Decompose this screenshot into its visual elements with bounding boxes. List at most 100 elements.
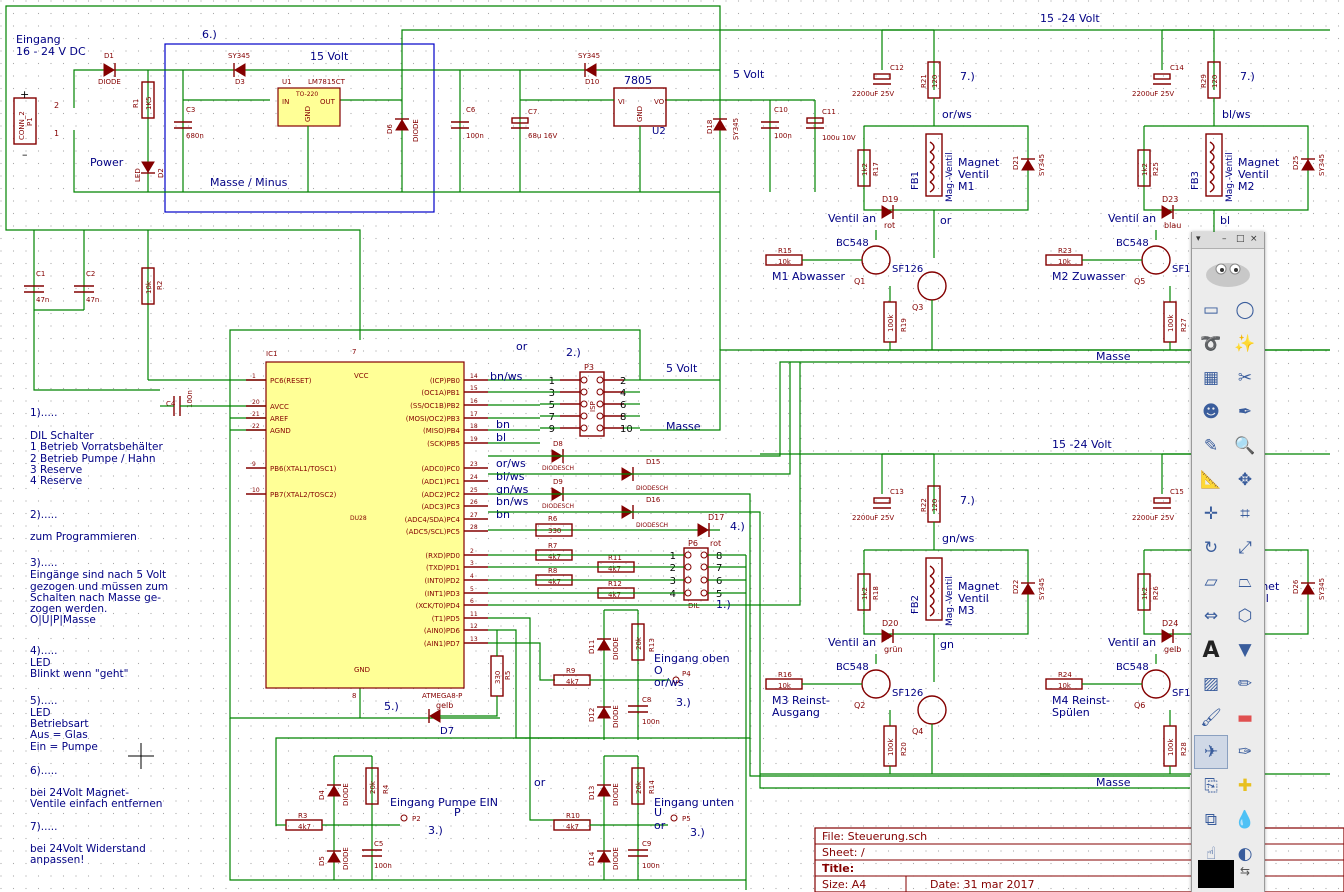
crop-icon[interactable]: ⌗	[1240, 504, 1250, 524]
svg-text:C8: C8	[642, 696, 651, 704]
svg-text:CONN_2: CONN_2	[18, 111, 26, 140]
toolbox-panel[interactable]: ▾ – □ × ▭ ◯ ➰ ✨ ▦ ✂ ☻ ✒ ✎ 🔍 📐 ✥ ✛ ⌗ ↻ ⤢ ▱ ⏢ ⇔ ⬡ A ▼ ▨ ✏ 🖌 ▬ ✈ ✑ ⎘ ✚ ⧉ 💧…	[1191, 232, 1265, 892]
svg-text:6: 6	[716, 576, 722, 587]
note-line: Ventile einfach entfernen	[30, 798, 162, 810]
ic-pin-label: (SCK)PB5	[427, 440, 460, 448]
svg-text:D7: D7	[440, 726, 454, 737]
svg-text:28: 28	[470, 524, 478, 531]
maximize-icon[interactable]: □	[1236, 234, 1245, 244]
smudge-icon[interactable]: ☝	[1205, 844, 1217, 864]
svg-text:1: 1	[252, 373, 256, 380]
svg-text:gn: gn	[940, 638, 954, 651]
minimize-icon[interactable]: –	[1222, 234, 1227, 244]
svg-text:SY345: SY345	[732, 118, 740, 140]
svg-text:D2: D2	[157, 168, 165, 178]
heal-icon[interactable]: ✚	[1237, 776, 1253, 796]
move-icon[interactable]: ✥	[1237, 470, 1253, 490]
svg-text:20k: 20k	[369, 780, 377, 794]
pencil-icon[interactable]: ✏	[1237, 674, 1253, 694]
paintbrush-icon[interactable]: 🖌	[1200, 708, 1222, 728]
svg-text:U1: U1	[282, 78, 292, 86]
eraser-icon[interactable]: ▬	[1236, 708, 1254, 728]
svg-text:120: 120	[931, 75, 939, 88]
perspective-icon[interactable]: ⏢	[1238, 572, 1252, 592]
note-line: Blinkt wenn "geht"	[30, 668, 128, 680]
rect-select-icon[interactable]: ▭	[1202, 300, 1220, 320]
svg-text:47n: 47n	[36, 296, 49, 304]
zoom-icon[interactable]: 🔍	[1234, 436, 1256, 456]
svg-text:R24: R24	[1058, 671, 1072, 679]
valve-input-label: M1 Abwasser	[772, 270, 845, 283]
svg-text:1k2: 1k2	[1141, 163, 1149, 176]
svg-text:23: 23	[470, 461, 478, 468]
svg-text:18: 18	[470, 423, 478, 430]
svg-text:R18: R18	[872, 586, 880, 600]
lasso-icon[interactable]: ➰	[1200, 334, 1222, 354]
bucket-fill-icon[interactable]: ▼	[1238, 640, 1252, 660]
svg-text:gelb: gelb	[1164, 645, 1181, 654]
capacitor-c11: C11 100u 10V	[806, 108, 856, 142]
airbrush-icon[interactable]: ✈	[1194, 735, 1228, 769]
note-line: 3).....	[30, 557, 57, 569]
color-picker-icon[interactable]: ✎	[1203, 436, 1219, 456]
svg-text:P2: P2	[412, 815, 421, 823]
diode-d3: SY345 D3	[228, 52, 250, 86]
scale-icon[interactable]: ⤢	[1238, 538, 1252, 558]
svg-text:R1: R1	[132, 99, 140, 108]
svg-text:Q5: Q5	[1134, 277, 1145, 286]
note-line: Schalten nach Masse ge-	[30, 592, 161, 604]
ic-pin-label: (OC1A)PB1	[421, 389, 460, 397]
shear-icon[interactable]: ▱	[1204, 572, 1218, 592]
svg-text:DIODESCH: DIODESCH	[636, 522, 668, 529]
svg-text:10: 10	[620, 424, 633, 435]
rotate-icon[interactable]: ↻	[1203, 538, 1219, 558]
perspective-clone-icon[interactable]: ⧉	[1204, 810, 1218, 830]
valve-wire-label: gn/ws	[942, 532, 975, 545]
flip-icon[interactable]: ⇔	[1203, 606, 1219, 626]
svg-text:R17: R17	[872, 162, 880, 176]
svg-text:IC1: IC1	[266, 350, 277, 358]
color-select-icon[interactable]: ▦	[1202, 368, 1220, 388]
svg-text:R15: R15	[778, 247, 792, 255]
clone-icon[interactable]: ⎘	[1204, 776, 1218, 796]
toolbox-titlebar[interactable]: ▾ – □ ×	[1192, 232, 1264, 249]
foreground-color-swatch[interactable]	[1198, 860, 1234, 888]
led-d2: LED D2	[134, 161, 165, 182]
svg-text:M3: M3	[958, 604, 975, 617]
toolbox-menu-icon[interactable]: ▾	[1196, 234, 1201, 244]
ellipse-select-icon[interactable]: ◯	[1235, 300, 1255, 320]
measure-icon[interactable]: 📐	[1200, 470, 1222, 490]
ink-icon[interactable]: ✑	[1237, 742, 1253, 762]
ic-pin-label: (T1)PD5	[432, 615, 460, 623]
svg-text:R21: R21	[920, 74, 928, 88]
scissors-icon[interactable]: ✂	[1237, 368, 1253, 388]
cage-icon[interactable]: ⬡	[1237, 606, 1253, 626]
svg-text:20: 20	[252, 399, 260, 406]
v15-bus-wire	[401, 29, 1330, 70]
align-icon[interactable]: ✛	[1203, 504, 1219, 524]
supply-rail-bottom	[73, 130, 720, 193]
wire-bnws-label: bn/ws	[490, 370, 523, 383]
valve-wire-label: or/ws	[942, 108, 972, 121]
svg-text:–: –	[22, 148, 28, 161]
blend-icon[interactable]: ▨	[1202, 674, 1220, 694]
svg-text:8: 8	[352, 692, 356, 700]
text-icon[interactable]: A	[1202, 637, 1220, 663]
paths-icon[interactable]: ✒	[1237, 402, 1253, 422]
close-icon[interactable]: ×	[1250, 234, 1258, 244]
svg-text:2200uF 25V: 2200uF 25V	[1132, 514, 1174, 522]
svg-text:10k: 10k	[1058, 682, 1072, 690]
svg-text:M1: M1	[958, 180, 975, 193]
swap-colors-icon[interactable]: ⇆	[1240, 864, 1251, 878]
blur-icon[interactable]: 💧	[1234, 810, 1256, 830]
foreground-select-icon[interactable]: ☻	[1202, 402, 1220, 422]
svg-text:M2: M2	[1238, 180, 1255, 193]
ic-pin-label: AVCC	[270, 403, 289, 411]
valve-input-label: M4 Reinst-	[1052, 694, 1110, 707]
dodge-burn-icon[interactable]: ◐	[1237, 844, 1253, 864]
note-line: gezogen und müssen zum	[30, 581, 168, 593]
ref-5-label: 5.)	[384, 700, 399, 713]
fuzzy-select-icon[interactable]: ✨	[1234, 334, 1256, 354]
